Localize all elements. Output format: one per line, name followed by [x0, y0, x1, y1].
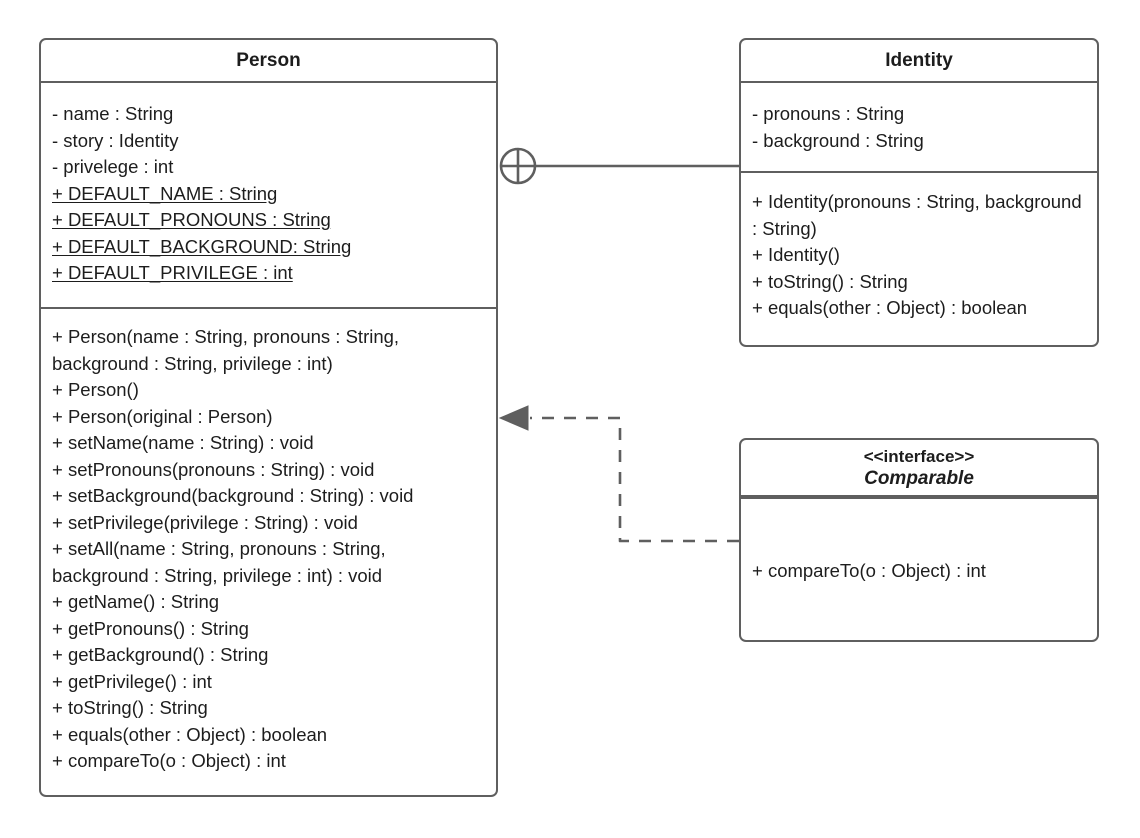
method-row: + Person() — [52, 379, 139, 400]
method-row: + toString() : String — [752, 270, 908, 292]
stereotype-label: <<interface>> — [863, 446, 975, 466]
attribute-row-static: + DEFAULT_PRIVILEGE : int — [52, 262, 293, 283]
methods-compartment-person: + Person(name : String, pronouns : Strin… — [41, 307, 496, 795]
method-row: + setPronouns(pronouns : String) : void — [52, 458, 375, 480]
method-row: + equals(other : Object) : boolean — [52, 723, 328, 745]
attribute-row-static: + DEFAULT_NAME : String — [52, 182, 278, 204]
method-row: + toString() : String — [52, 697, 208, 718]
method-row: + getBackground() : String — [52, 644, 269, 665]
method-row: + Identity() — [752, 244, 840, 265]
method-row: + equals(other : Object) : boolean — [752, 297, 1028, 318]
methods-compartment-identity: + Identity(pronouns : String, background… — [741, 171, 1097, 345]
methods-compartment-comparable: + compareTo(o : Object) : int — [741, 497, 1097, 640]
class-name-comparable: Comparable — [864, 467, 974, 489]
class-header-comparable: <<interface>> Comparable — [741, 440, 1097, 497]
attributes-compartment-identity: - pronouns : String - background : Strin… — [741, 83, 1097, 171]
containment-connector-person-identity — [499, 147, 739, 185]
attribute-row: - pronouns : String — [752, 103, 905, 124]
class-name-person: Person — [41, 40, 496, 83]
attribute-row: - story : Identity — [52, 129, 179, 151]
realization-connector-person-comparable — [498, 405, 739, 543]
method-row: + setName(name : String) : void — [52, 432, 314, 453]
attribute-row-static: + DEFAULT_BACKGROUND: String — [52, 235, 352, 257]
method-row: + Person(name : String, pronouns : Strin… — [52, 326, 400, 374]
method-row: + setBackground(background : String) : v… — [52, 485, 414, 506]
circle-plus-icon — [499, 147, 537, 185]
method-row: + setPrivilege(privilege : String) : voi… — [52, 511, 358, 533]
class-box-person[interactable]: Person - name : String - story : Identit… — [39, 38, 498, 797]
method-row: + Person(original : Person) — [52, 405, 273, 427]
method-row: + Identity(pronouns : String, background… — [752, 191, 1082, 239]
method-row: + getPrivilege() : int — [52, 670, 212, 692]
attributes-compartment-person: - name : String - story : Identity - pri… — [41, 83, 496, 307]
method-row: + compareTo(o : Object) : int — [52, 750, 286, 771]
class-box-identity[interactable]: Identity - pronouns : String - backgroun… — [739, 38, 1099, 347]
attribute-row: - name : String — [52, 103, 174, 124]
attribute-row: - privelege : int — [52, 156, 174, 177]
attribute-row: - background : String — [752, 129, 924, 151]
realization-arrowhead-icon — [498, 405, 529, 431]
method-row: + compareTo(o : Object) : int — [752, 560, 986, 582]
class-name-identity: Identity — [741, 40, 1097, 83]
realization-dashed-path — [530, 416, 739, 543]
method-row: + getName() : String — [52, 591, 220, 612]
method-row: + setAll(name : String, pronouns : Strin… — [52, 538, 386, 586]
class-box-comparable[interactable]: <<interface>> Comparable + compareTo(o :… — [739, 438, 1099, 642]
method-row: + getPronouns() : String — [52, 617, 249, 639]
attribute-row-static: + DEFAULT_PRONOUNS : String — [52, 209, 331, 230]
